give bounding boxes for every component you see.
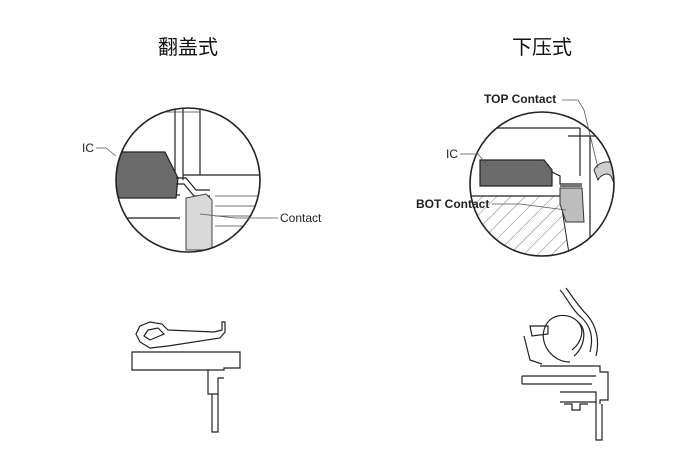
- flip-cover-panel: 翻盖式: [82, 35, 322, 433]
- press-down-top-contact: [593, 161, 614, 201]
- flip-cover-ic-label: IC: [82, 141, 94, 155]
- press-down-top-contact-label: TOP Contact: [484, 92, 556, 106]
- press-down-ic-label: IC: [446, 147, 458, 161]
- press-down-ic-body: [479, 159, 553, 187]
- press-down-title: 下压式: [512, 35, 572, 59]
- flip-cover-pin-profile: [131, 321, 241, 433]
- flip-cover-ic-body: [116, 151, 179, 199]
- flip-cover-contact-leader: [199, 213, 278, 219]
- flip-cover-contact: [185, 193, 213, 251]
- press-down-bot-contact-label: BOT Contact: [416, 197, 489, 211]
- press-down-pin-profile: [521, 287, 609, 441]
- flip-cover-ic-leader: [96, 147, 117, 157]
- press-down-bot-contact: [559, 187, 585, 223]
- press-down-top-contact-leader: [562, 99, 599, 169]
- press-down-detail-circle: [469, 111, 615, 257]
- press-down-ic-leader: [460, 153, 489, 167]
- flip-cover-title: 翻盖式: [158, 35, 218, 59]
- press-down-panel: 下压式 T: [416, 35, 615, 441]
- flip-cover-contact-label: Contact: [280, 211, 322, 225]
- flip-cover-detail-circle: [115, 107, 261, 253]
- press-down-bot-contact-leader: [492, 203, 567, 211]
